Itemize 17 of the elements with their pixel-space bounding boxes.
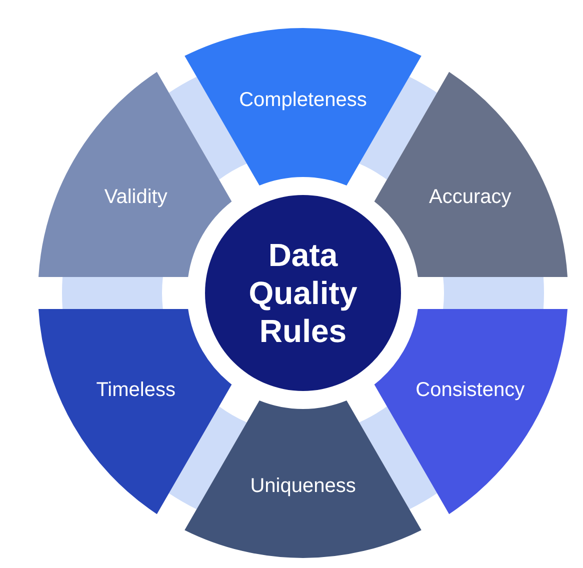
segment-label: Uniqueness	[250, 474, 356, 498]
spacer-bar	[359, 406, 438, 510]
spacer-bar	[62, 277, 163, 309]
ring-segment	[184, 400, 422, 558]
spacer-bar	[168, 406, 247, 510]
segment-label: Timeless	[96, 378, 176, 402]
segment-label: Consistency	[416, 378, 525, 402]
ring-segment	[374, 309, 568, 515]
segment-label: Validity	[104, 184, 168, 208]
segment-label: Completeness	[239, 88, 367, 112]
hub-title: Data Quality Rules	[248, 236, 358, 350]
ring-segment	[184, 28, 422, 186]
ring-segment	[38, 309, 232, 515]
ring-segment	[374, 71, 568, 277]
spacer-bar	[443, 277, 544, 309]
segment-label: Accuracy	[429, 184, 512, 208]
ring-segment	[38, 71, 232, 278]
